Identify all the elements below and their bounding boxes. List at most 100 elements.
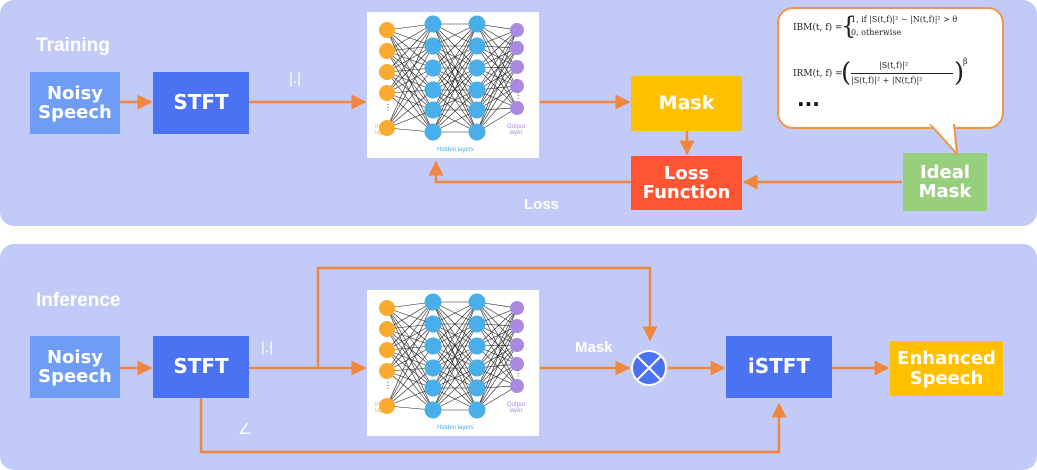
- nn-edges: [386, 301, 518, 411]
- nn-edge: [476, 47, 518, 133]
- ibm-case-1: 1, if |S(t,f)|² − |N(t,f)|² > θ: [851, 15, 958, 24]
- nn-edge: [386, 301, 434, 330]
- nn-edge: [476, 47, 518, 111]
- nn-edge: [432, 45, 478, 133]
- nn-edge: [432, 23, 478, 91]
- nn-edge: [476, 85, 518, 133]
- nn-edge: [386, 301, 434, 351]
- nn-node: [424, 293, 442, 311]
- nn-node: [379, 64, 395, 80]
- nn-edge: [386, 23, 434, 52]
- inf-mask-label: Mask: [575, 339, 613, 356]
- nn-node: [468, 59, 486, 77]
- nn-node: [424, 315, 442, 333]
- nn-edge: [432, 367, 478, 411]
- nn-edge: [386, 23, 434, 129]
- inf-neural-network: ⋮⋮ Input layer Hidden layers Output laye…: [367, 290, 539, 436]
- nn-edge: [432, 67, 478, 133]
- nn-edge: [476, 325, 518, 389]
- nn-edge: [386, 50, 434, 91]
- irm-denominator: |S(t,f)|² + |N(t,f)|²: [851, 76, 923, 85]
- nn-node: [424, 123, 442, 141]
- irm-lhs: IRM(t, f) =: [793, 69, 843, 79]
- nn-edge: [476, 363, 518, 411]
- nn-node: [379, 321, 395, 337]
- nn-node: [510, 319, 524, 333]
- nn-edge: [386, 29, 434, 69]
- nn-edge: [386, 89, 434, 129]
- multiply-node: [631, 350, 667, 386]
- nn-edge: [386, 345, 434, 407]
- nn-edge: [432, 89, 478, 133]
- inf-arrow-skip: [316, 266, 658, 368]
- train-nn-hidden-label: Hidden layers: [437, 147, 474, 153]
- nn-edge: [476, 29, 518, 91]
- nn-ellipsis: ⋮: [384, 103, 392, 112]
- train-loss-label: Loss: [524, 196, 560, 213]
- inf-arrow-phase: [199, 398, 787, 454]
- nn-node: [510, 23, 524, 37]
- nn-node: [424, 15, 442, 33]
- nn-node: [379, 120, 395, 136]
- nn-ellipsis: ⋮: [514, 91, 522, 100]
- nn-node: [510, 357, 524, 371]
- nn-edge: [476, 307, 518, 369]
- nn-node: [379, 398, 395, 414]
- nn-edge: [476, 325, 518, 369]
- nn-edge: [386, 328, 434, 369]
- nn-edge: [476, 45, 518, 87]
- ibm-lhs: IBM(t, f) =: [793, 23, 843, 33]
- nn-node: [510, 379, 524, 393]
- nn-node: [379, 43, 395, 59]
- train-ideal-mask-box: Ideal Mask: [903, 153, 987, 211]
- nn-edge: [432, 23, 478, 111]
- nn-edge: [386, 67, 434, 94]
- nn-node: [379, 22, 395, 38]
- nn-edge: [386, 45, 434, 94]
- train-neural-network: ⋮⋮ Input layer Hidden layers Output laye…: [367, 12, 539, 158]
- nn-edge: [386, 370, 434, 411]
- train-nn-input-label: Input layer: [375, 124, 389, 136]
- nn-node: [510, 301, 524, 315]
- nn-node: [468, 293, 486, 311]
- nn-edge: [476, 29, 518, 69]
- nn-edge: [386, 301, 434, 407]
- formula-bubble: IBM(t, f) = { 1, if |S(t,f)|² − |N(t,f)|…: [777, 7, 1004, 129]
- nn-edge: [476, 23, 518, 68]
- inf-istft-box: iSTFT: [726, 336, 832, 398]
- train-mask-box: Mask: [631, 76, 742, 131]
- nn-node: [379, 300, 395, 316]
- nn-edge: [386, 29, 434, 91]
- nn-edge: [386, 349, 434, 389]
- nn-edge: [386, 307, 434, 369]
- nn-edge: [386, 23, 434, 73]
- train-stft-box: STFT: [153, 72, 249, 134]
- nn-edge: [476, 325, 518, 411]
- nn-edge: [432, 301, 478, 347]
- nn-node: [379, 363, 395, 379]
- nn-edge: [432, 301, 478, 369]
- irm-exponent: β: [963, 57, 968, 66]
- nn-edge: [386, 23, 434, 94]
- nn-edge: [386, 67, 434, 129]
- nn-edge: [386, 301, 434, 372]
- nn-edge: [432, 323, 478, 411]
- inf-nn-graph: ⋮⋮: [379, 293, 524, 419]
- nn-edge: [386, 367, 434, 407]
- train-noisy-speech-box: Noisy Speech: [30, 72, 120, 134]
- nn-edge: [476, 47, 518, 91]
- nn-edge: [476, 29, 518, 111]
- nn-edge: [432, 23, 478, 69]
- inf-enhanced-speech-box: Enhanced Speech: [890, 341, 1003, 396]
- nn-edge: [476, 23, 518, 87]
- nn-edge: [476, 301, 518, 365]
- formula-ellipsis: ...: [797, 87, 820, 111]
- nn-node: [510, 79, 524, 93]
- nn-node: [468, 401, 486, 419]
- nn-node: [424, 401, 442, 419]
- nn-edges: [386, 23, 518, 133]
- nn-edge: [476, 66, 518, 133]
- inf-nn-input-label: Input layer: [375, 402, 389, 414]
- nn-node: [468, 337, 486, 355]
